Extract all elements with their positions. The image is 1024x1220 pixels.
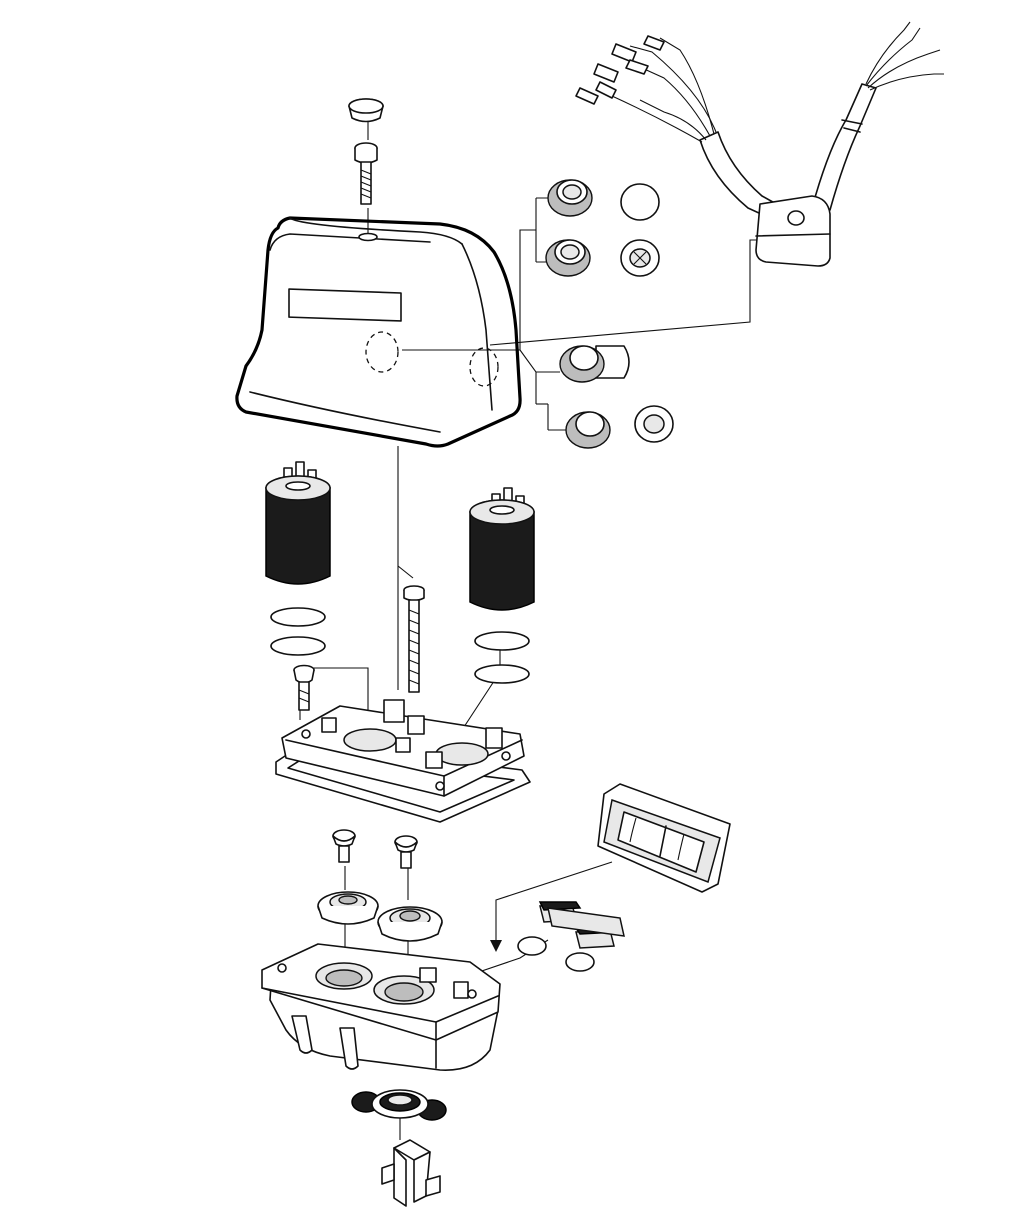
bottom-seal	[351, 1089, 447, 1121]
valve-seat	[317, 891, 443, 942]
cable-harness	[575, 21, 944, 219]
arrowhead	[490, 940, 502, 952]
mounting-bracket	[381, 1139, 441, 1207]
base-housing	[261, 943, 501, 1071]
indicator-lamp	[545, 179, 593, 277]
indicator-lamp	[559, 345, 630, 449]
bolt	[332, 829, 418, 869]
switch-contacts	[517, 901, 625, 972]
o-ring	[270, 607, 530, 684]
lamp-socket	[620, 239, 660, 277]
short-screw	[293, 664, 315, 711]
valve-block-plate	[281, 699, 525, 797]
lamp-cap	[620, 183, 660, 221]
lamp-socket	[634, 405, 674, 443]
cap	[348, 98, 384, 123]
rocker-switch-frame	[597, 783, 731, 893]
solenoid-coil	[265, 461, 331, 585]
label-window	[288, 288, 402, 322]
top-screw	[354, 142, 378, 205]
long-screw	[403, 585, 425, 693]
cable-grommet	[755, 195, 831, 267]
solenoid-coil	[469, 487, 535, 611]
cover-housing	[235, 216, 522, 448]
